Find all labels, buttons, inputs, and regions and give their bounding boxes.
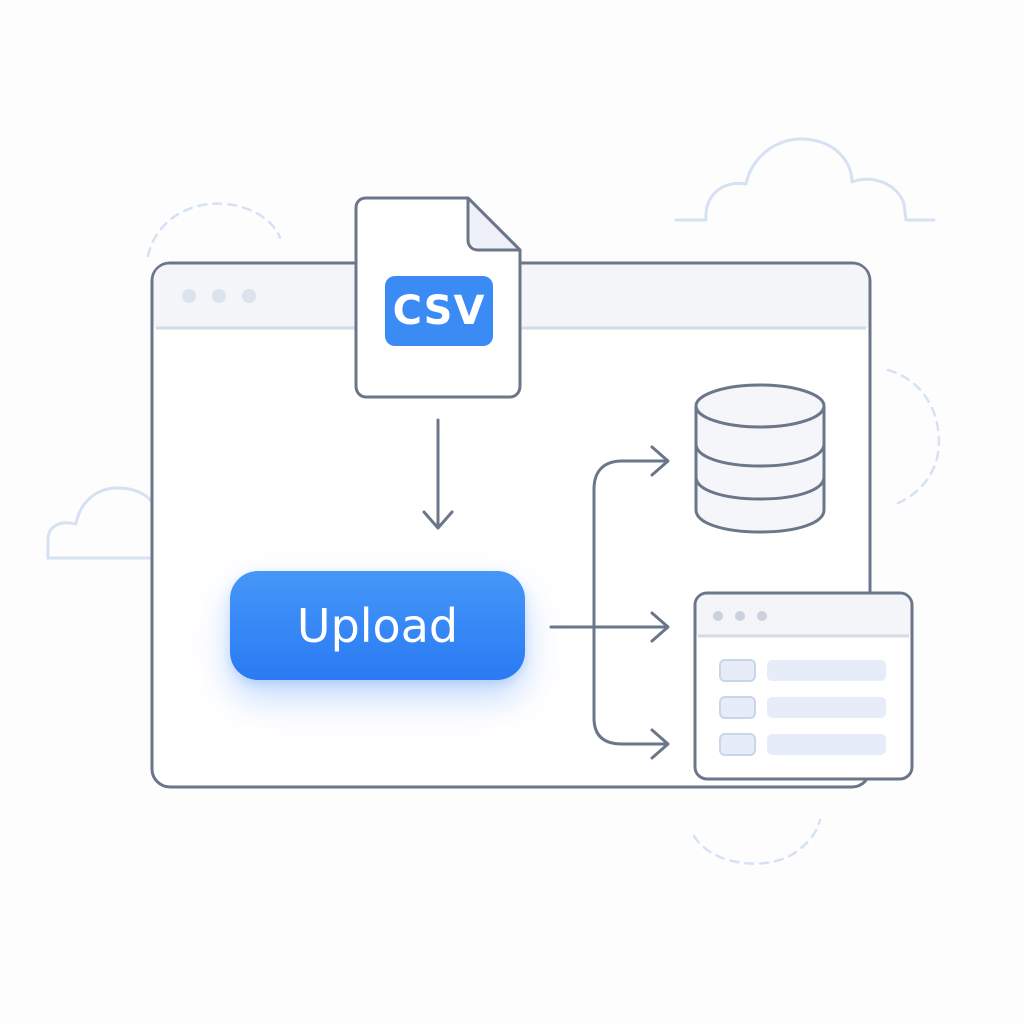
database-icon [694, 383, 826, 534]
csv-badge: CSV [385, 276, 493, 346]
file-fold-corner [466, 196, 522, 252]
arrow-right-icon [650, 611, 670, 643]
connector-to-database [592, 459, 668, 746]
arrow-right-icon [650, 445, 670, 477]
dashed-arc-decoration [692, 818, 822, 865]
arrow-right-icon [650, 728, 670, 760]
cloud-icon [674, 137, 936, 222]
table-window-icon [693, 591, 914, 781]
upload-button[interactable]: Upload [230, 571, 525, 680]
window-control-dot [182, 289, 196, 303]
dashed-arc-decoration [146, 202, 282, 258]
window-control-dot [212, 289, 226, 303]
arrow-down-head [422, 510, 454, 530]
window-control-dot [242, 289, 256, 303]
cloud-icon [46, 486, 154, 560]
dashed-arc-decoration [886, 368, 941, 506]
